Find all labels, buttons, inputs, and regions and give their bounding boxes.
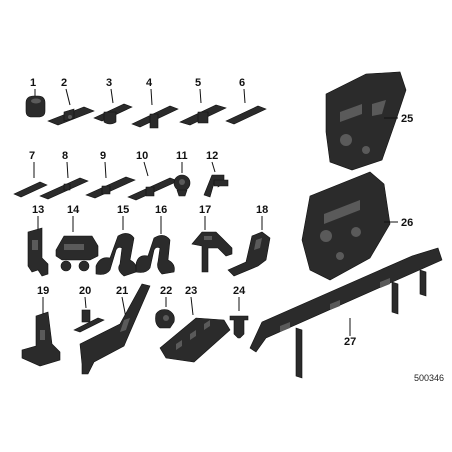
part-label-22: 22 bbox=[160, 285, 172, 297]
part-23[interactable]: 23 bbox=[159, 285, 231, 363]
part-label-24: 24 bbox=[233, 285, 246, 297]
part-label-16: 16 bbox=[155, 204, 167, 216]
part-2[interactable]: 2 bbox=[47, 77, 95, 126]
reference-number: 500346 bbox=[414, 373, 444, 383]
part-15[interactable]: 15 bbox=[95, 204, 137, 277]
part-label-26: 26 bbox=[401, 217, 413, 229]
part-14[interactable]: 14 bbox=[55, 204, 99, 272]
part-label-27: 27 bbox=[344, 336, 356, 348]
part-18[interactable]: 18 bbox=[227, 204, 271, 277]
part-label-13: 13 bbox=[32, 204, 44, 216]
part-label-20: 20 bbox=[79, 285, 91, 297]
part-7[interactable]: 7 bbox=[13, 150, 48, 198]
part-label-7: 7 bbox=[29, 150, 35, 162]
part-label-5: 5 bbox=[195, 77, 201, 89]
part-20[interactable]: 20 bbox=[73, 285, 105, 333]
part-9[interactable]: 9 bbox=[85, 150, 136, 199]
part-label-8: 8 bbox=[62, 150, 68, 162]
part-22[interactable]: 22 bbox=[155, 285, 175, 329]
part-label-2: 2 bbox=[61, 77, 67, 89]
part-label-9: 9 bbox=[100, 150, 106, 162]
part-25[interactable]: 25 bbox=[325, 71, 413, 171]
part-26[interactable]: 26 bbox=[301, 171, 413, 281]
part-label-18: 18 bbox=[256, 204, 268, 216]
part-label-12: 12 bbox=[206, 150, 218, 162]
part-11[interactable]: 11 bbox=[173, 150, 191, 197]
part-21[interactable]: 21 bbox=[79, 283, 151, 375]
part-6[interactable]: 6 bbox=[225, 77, 267, 125]
part-4[interactable]: 4 bbox=[131, 77, 179, 129]
part-17[interactable]: 17 bbox=[191, 204, 233, 273]
part-19[interactable]: 19 bbox=[21, 285, 61, 367]
part-10[interactable]: 10 bbox=[127, 150, 179, 201]
part-24[interactable]: 24 bbox=[229, 285, 249, 339]
part-label-21: 21 bbox=[116, 285, 128, 297]
part-label-3: 3 bbox=[106, 77, 112, 89]
part-label-25: 25 bbox=[401, 113, 413, 125]
part-5[interactable]: 5 bbox=[179, 77, 227, 126]
part-16[interactable]: 16 bbox=[135, 204, 175, 275]
part-label-6: 6 bbox=[239, 77, 245, 89]
part-label-11: 11 bbox=[176, 150, 188, 162]
part-27[interactable]: 27 bbox=[249, 247, 443, 379]
part-label-19: 19 bbox=[37, 285, 49, 297]
part-13[interactable]: 13 bbox=[27, 204, 49, 277]
part-label-23: 23 bbox=[185, 285, 197, 297]
part-12[interactable]: 12 bbox=[203, 150, 229, 198]
part-label-17: 17 bbox=[199, 204, 211, 216]
part-1[interactable]: 1 bbox=[25, 77, 46, 118]
part-8[interactable]: 8 bbox=[39, 150, 89, 200]
part-label-15: 15 bbox=[117, 204, 129, 216]
part-label-1: 1 bbox=[30, 77, 36, 89]
part-label-4: 4 bbox=[146, 77, 153, 89]
part-3[interactable]: 3 bbox=[93, 77, 133, 125]
part-label-14: 14 bbox=[67, 204, 80, 216]
part-label-10: 10 bbox=[136, 150, 148, 162]
